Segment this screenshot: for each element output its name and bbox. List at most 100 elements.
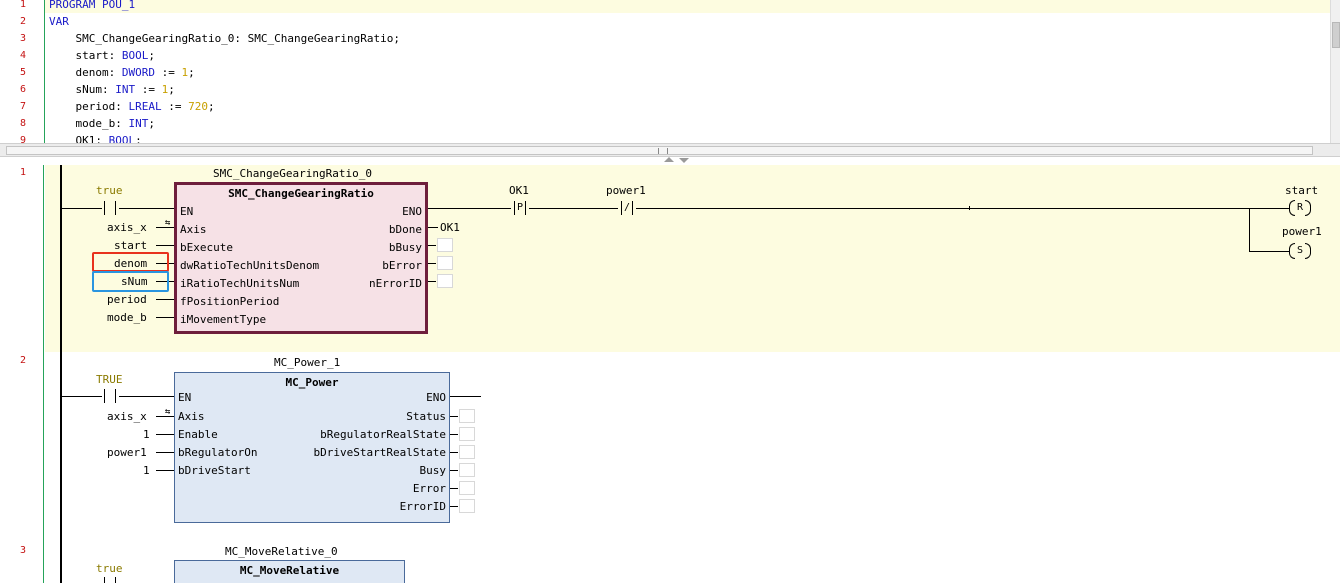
code-line[interactable]: PROGRAM POU_1 xyxy=(49,0,135,13)
code-line[interactable]: start: BOOL; xyxy=(49,47,155,64)
code-line[interactable]: period: LREAL := 720; xyxy=(49,98,214,115)
code-line[interactable]: mode_b: INT; xyxy=(49,115,155,132)
contact-bar xyxy=(525,201,526,215)
line-number: 5 xyxy=(19,67,26,78)
contact-variable[interactable]: power1 xyxy=(606,184,646,197)
fb-input-pin[interactable]: Enable xyxy=(178,428,218,441)
fb-pin-eno[interactable]: ENO xyxy=(426,391,446,404)
fb-input-pin[interactable]: dwRatioTechUnitsDenom xyxy=(180,259,320,272)
input-variable[interactable]: start xyxy=(114,239,148,252)
en-contact[interactable] xyxy=(101,201,119,215)
fb-output-pin[interactable]: Busy xyxy=(419,464,447,477)
code-line[interactable]: sNum: INT := 1; xyxy=(49,81,175,98)
fb-smc-change-gearing-ratio[interactable]: SMC_ChangeGearingRatio EN ENO Axis bExec… xyxy=(174,182,428,334)
fb-output-pin[interactable]: ErrorID xyxy=(399,500,446,513)
coil-variable[interactable]: start xyxy=(1285,184,1319,197)
fb-input-pin[interactable]: iRatioTechUnitsNum xyxy=(180,277,300,290)
fb-pin-en[interactable]: EN xyxy=(178,391,192,404)
collapse-down-icon[interactable] xyxy=(679,158,689,163)
code-line[interactable]: OK1: BOOL; xyxy=(49,132,141,143)
ladder-editor[interactable]: 1 2 3 SMC_ChangeGearingRatio_0 true SMC_… xyxy=(0,165,1340,583)
wire xyxy=(119,208,174,209)
input-variable[interactable]: period xyxy=(107,293,147,306)
fb-input-pin[interactable]: bRegulatorOn xyxy=(178,446,258,459)
fb-mc-move-relative[interactable]: MC_MoveRelative xyxy=(174,560,405,583)
code-token: ; xyxy=(188,66,195,79)
output-variable-box[interactable] xyxy=(459,445,475,459)
code-token: := xyxy=(135,83,162,96)
output-variable-box[interactable] xyxy=(459,409,475,423)
code-token: ; xyxy=(168,83,175,96)
code-token: start: xyxy=(49,49,122,62)
wire xyxy=(450,506,458,507)
en-contact-variable[interactable]: TRUE xyxy=(96,373,123,386)
output-variable-box[interactable] xyxy=(437,274,453,288)
fb-output-pin[interactable]: bDone xyxy=(388,223,422,236)
en-contact-variable[interactable]: true xyxy=(96,562,123,575)
network-gutter xyxy=(0,165,44,583)
contact-power1-negated[interactable]: / xyxy=(618,201,636,215)
input-variable[interactable]: denom xyxy=(114,257,148,270)
fb-input-pin[interactable]: fPositionPeriod xyxy=(180,295,280,308)
fb-input-pin[interactable]: Axis xyxy=(180,223,207,236)
fb-output-pin[interactable]: bRegulatorRealState xyxy=(320,428,446,441)
fb-input-pin[interactable]: iMovementType xyxy=(180,313,267,326)
declaration-vertical-scrollbar[interactable] xyxy=(1330,0,1340,143)
line-number: 3 xyxy=(19,33,26,44)
editor-splitter[interactable] xyxy=(0,157,1340,165)
en-contact[interactable] xyxy=(101,577,119,583)
fb-instance-name[interactable]: MC_Power_1 xyxy=(274,356,341,369)
code-line[interactable]: denom: DWORD := 1; xyxy=(49,64,195,81)
fb-output-pin[interactable]: bError xyxy=(382,259,422,272)
contact-ok1-rising-edge[interactable]: P xyxy=(511,201,529,215)
fb-pin-en[interactable]: EN xyxy=(180,205,194,218)
input-variable[interactable]: axis_x xyxy=(107,221,147,234)
input-variable[interactable]: 1 xyxy=(143,428,150,441)
collapse-up-icon[interactable] xyxy=(664,157,674,162)
input-variable[interactable]: power1 xyxy=(107,446,147,459)
output-variable-box[interactable] xyxy=(459,481,475,495)
fb-output-pin[interactable]: nErrorID xyxy=(369,277,422,290)
fb-input-pin[interactable]: bDriveStart xyxy=(178,464,251,477)
wire xyxy=(156,416,174,417)
en-contact-variable[interactable]: true xyxy=(96,184,123,197)
fb-pin-eno[interactable]: ENO xyxy=(402,205,422,218)
contact-bar xyxy=(115,577,116,583)
contact-variable[interactable]: OK1 xyxy=(509,184,529,197)
contact-bar xyxy=(621,201,622,215)
wire xyxy=(156,317,174,318)
scrollbar-thumb[interactable] xyxy=(1332,22,1340,48)
en-contact[interactable] xyxy=(101,389,119,403)
fb-input-pin[interactable]: Axis xyxy=(178,410,205,423)
code-token: 720 xyxy=(188,100,208,113)
fb-instance-name[interactable]: SMC_ChangeGearingRatio_0 xyxy=(213,167,372,180)
input-variable[interactable]: mode_b xyxy=(107,311,147,324)
output-variable-box[interactable] xyxy=(459,463,475,477)
input-variable[interactable]: axis_x xyxy=(107,410,147,423)
output-variable-box[interactable] xyxy=(459,427,475,441)
output-variable-box[interactable] xyxy=(459,499,475,513)
declaration-horizontal-scrollbar[interactable] xyxy=(0,143,1340,157)
coil-power1-set[interactable]: S xyxy=(1289,243,1311,259)
input-variable[interactable]: sNum xyxy=(121,275,148,288)
fb-output-pin[interactable]: bDriveStartRealState xyxy=(313,446,446,459)
fb-output-pin[interactable]: Status xyxy=(406,410,446,423)
left-power-rail xyxy=(60,165,62,583)
scrollbar-track[interactable] xyxy=(6,146,1313,155)
output-variable-box[interactable] xyxy=(437,256,453,270)
input-variable[interactable]: 1 xyxy=(143,464,150,477)
fb-output-pin[interactable]: bBusy xyxy=(388,241,422,254)
code-token: SMC_ChangeGearingRatio_0: SMC_ChangeGear… xyxy=(49,32,400,45)
fb-instance-name[interactable]: MC_MoveRelative_0 xyxy=(225,545,338,558)
coil-start-reset[interactable]: R xyxy=(1289,200,1311,216)
scrollbar-grip-icon[interactable] xyxy=(658,148,668,154)
code-line[interactable]: VAR xyxy=(49,13,69,30)
coil-variable[interactable]: power1 xyxy=(1282,225,1322,238)
code-line[interactable]: SMC_ChangeGearingRatio_0: SMC_ChangeGear… xyxy=(49,30,400,47)
fb-input-pin[interactable]: bExecute xyxy=(180,241,233,254)
output-variable-box[interactable] xyxy=(437,238,453,252)
fb-output-pin[interactable]: Error xyxy=(412,482,446,495)
output-variable[interactable]: OK1 xyxy=(440,221,460,234)
fb-mc-power[interactable]: MC_Power EN ENO Axis Enable bRegulatorOn… xyxy=(174,372,450,523)
